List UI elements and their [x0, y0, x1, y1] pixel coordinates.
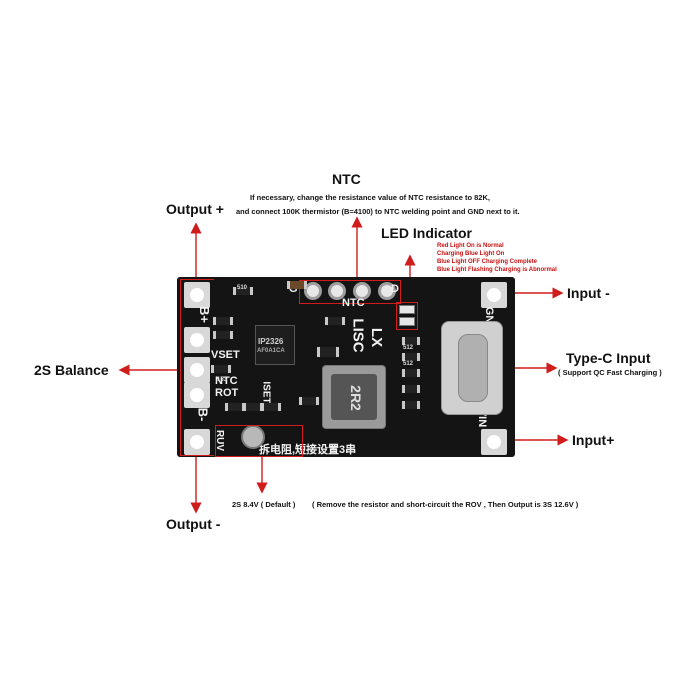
- ip2326-chip: IP2326 AF0A1CA: [255, 325, 295, 365]
- led-note-1: Red Light On is Normal: [437, 243, 504, 249]
- d-hole: [378, 282, 396, 300]
- g-silk: G: [289, 283, 298, 295]
- ntc-hole-2: [353, 282, 371, 300]
- rov-pad: [241, 425, 265, 449]
- capacitor: [287, 281, 307, 289]
- capacitor: [317, 347, 339, 357]
- r512a-code: 512: [403, 345, 414, 351]
- rot-silk: ROT: [215, 387, 239, 399]
- led-note-4: Blue Light Flashing Charging is Abnormal: [437, 267, 557, 273]
- r153-code: 153: [217, 377, 228, 383]
- b-plus-pad: [184, 327, 210, 353]
- resistor: [261, 403, 281, 411]
- resistor: [402, 353, 420, 361]
- d-silk: D: [391, 283, 399, 295]
- resistor: [243, 403, 263, 411]
- chinese-note-silk: 拆电阻,短接设置3串: [259, 444, 357, 456]
- gnd-pad: [481, 282, 507, 308]
- led-indicator-title: LED Indicator: [381, 225, 473, 241]
- output-minus-pad: [184, 429, 210, 455]
- resistor: [402, 401, 420, 409]
- b-minus-pad: [184, 382, 210, 408]
- rov-highlight-box: [215, 425, 303, 457]
- blue-led: [399, 317, 415, 326]
- red-led: [399, 305, 415, 314]
- ntc-top-silk: NTC: [342, 297, 365, 309]
- resistor: [299, 397, 319, 405]
- vset-silk: VSET: [211, 349, 240, 361]
- ntc-title: NTC: [332, 171, 361, 187]
- ntc-silk: NTC: [215, 375, 238, 387]
- led-note-2: Charging Blue Light On: [437, 251, 505, 257]
- r512b-code: 512: [403, 361, 414, 367]
- resistor: [213, 331, 233, 339]
- inductor: 2R2: [322, 365, 386, 429]
- vin-pad: [481, 429, 507, 455]
- typec-title: Type-C Input: [566, 350, 651, 366]
- g-hole: [304, 282, 322, 300]
- r510-code: 510: [237, 285, 248, 291]
- input-plus-label: Input+: [572, 432, 615, 448]
- ntc-highlight-box: [299, 280, 401, 304]
- ntc-hole: [328, 282, 346, 300]
- pcb-board: B+ VSET NTC ROT B- ISET G D NTC LX LISC …: [177, 277, 515, 457]
- resistor: [325, 317, 345, 325]
- output-plus-pad: [184, 282, 210, 308]
- left-bracket: [180, 279, 214, 456]
- typec-subtitle: ( Support QC Fast Charging ): [558, 368, 662, 377]
- resistor: [211, 365, 231, 373]
- lx-silk: LX: [368, 327, 386, 348]
- ntc-note-1: If necessary, change the resistance valu…: [250, 193, 490, 202]
- bottom-default-note: 2S 8.4V ( Default ): [232, 500, 296, 509]
- resistor: [225, 403, 245, 411]
- bottom-rov-note: ( Remove the resistor and short-circuit …: [312, 500, 579, 509]
- balance-label: 2S Balance: [34, 362, 109, 378]
- resistor: [213, 317, 233, 325]
- type-c-connector[interactable]: [441, 321, 503, 415]
- ntc-note-2: and connect 100K thermistor (B=4100) to …: [236, 207, 520, 216]
- resistor: [402, 337, 420, 345]
- iset-silk: ISET: [260, 381, 272, 404]
- led-highlight-box: [396, 302, 418, 330]
- lisc-silk: LISC: [349, 318, 367, 353]
- resistor: [233, 287, 253, 295]
- resistor: [402, 385, 420, 393]
- output-plus-label: Output +: [166, 201, 224, 217]
- led-note-3: Blue Light OFF Charging Complete: [437, 259, 537, 265]
- resistor: [402, 369, 420, 377]
- output-minus-label: Output -: [166, 516, 221, 532]
- balance-pad: [184, 357, 210, 383]
- input-minus-label: Input -: [567, 285, 610, 301]
